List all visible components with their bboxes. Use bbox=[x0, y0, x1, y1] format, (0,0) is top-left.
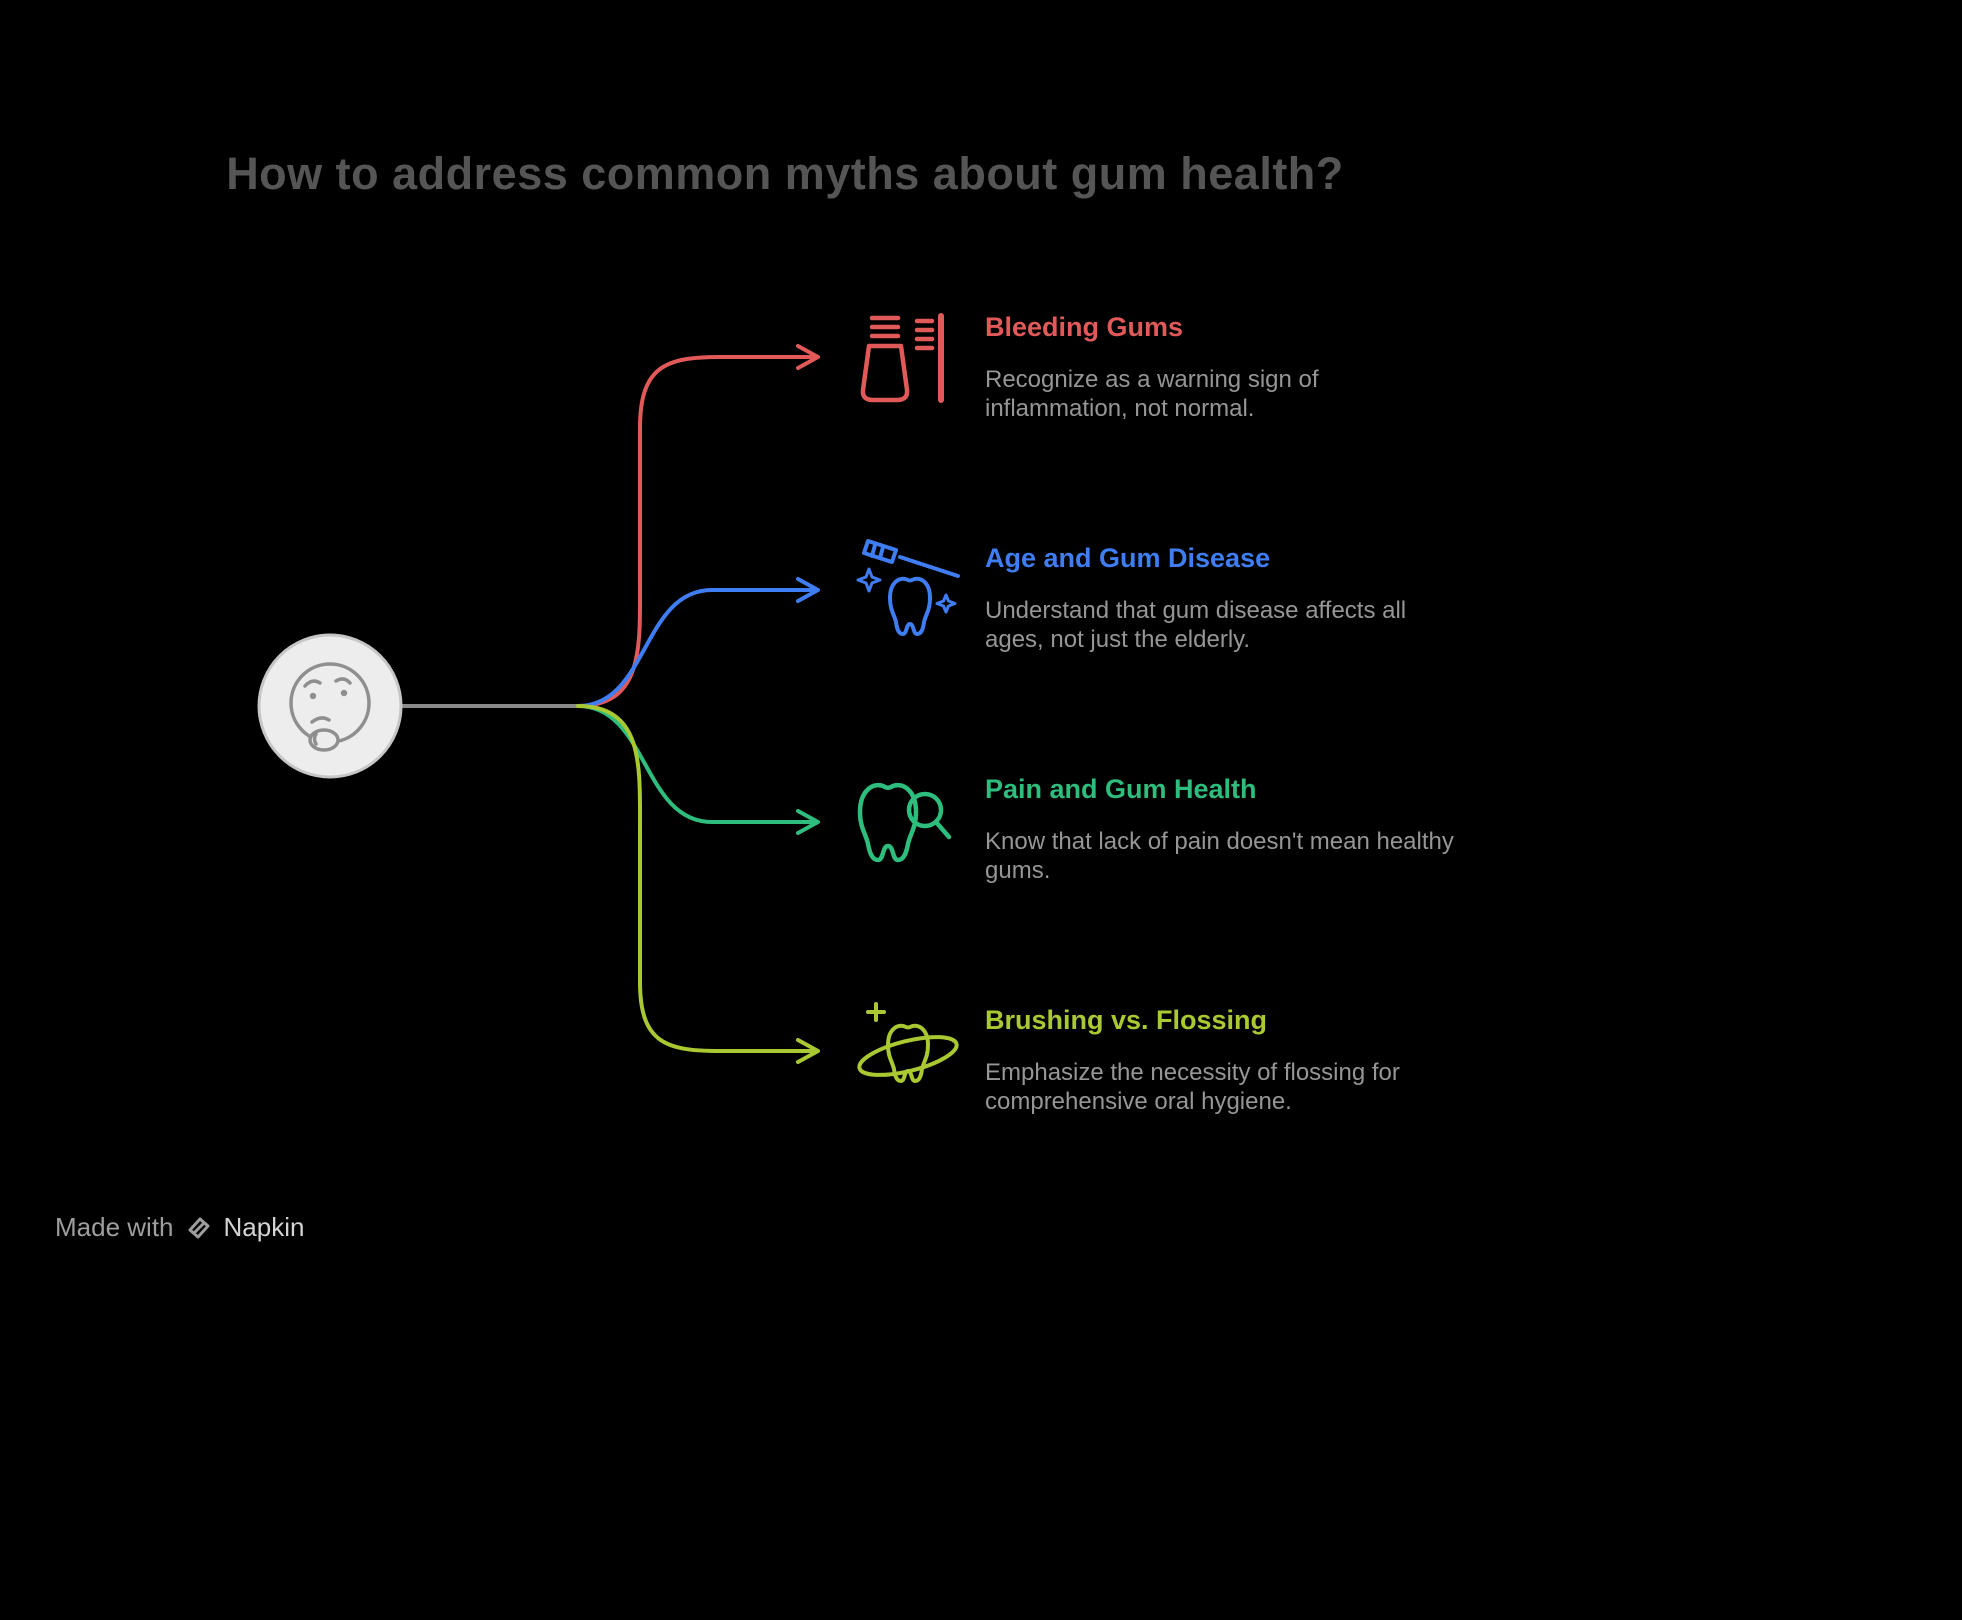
branch-item-brushing-flossing: Brushing vs. Flossing Emphasize the nece… bbox=[985, 1005, 1455, 1117]
branch-connector-bleeding-gums bbox=[576, 344, 820, 708]
branch-description: Know that lack of pain doesn't mean heal… bbox=[985, 828, 1454, 885]
branch-item-bleeding-gums: Bleeding Gums Recognize as a warning sig… bbox=[985, 312, 1455, 424]
napkin-brand-text: Napkin bbox=[223, 1212, 305, 1242]
made-with-text: Made with bbox=[55, 1212, 174, 1242]
branch-connector-pain-gum-health bbox=[576, 704, 820, 835]
toothpaste-toothbrush-icon bbox=[860, 313, 944, 403]
branch-label: Bleeding Gums bbox=[985, 312, 1184, 342]
branch-description: Recognize as a warning sign of inflammat… bbox=[985, 366, 1319, 423]
branch-description: Understand that gum disease affects all … bbox=[985, 597, 1407, 654]
branch-item-pain-gum-health: Pain and Gum Health Know that lack of pa… bbox=[985, 774, 1455, 886]
thinking-face-icon bbox=[257, 633, 403, 779]
napkin-logo-icon bbox=[184, 1213, 214, 1243]
branch-description: Emphasize the necessity of flossing for … bbox=[985, 1059, 1400, 1116]
tooth-floss-icon bbox=[857, 1002, 959, 1083]
branch-connector-age-gum-disease bbox=[576, 577, 820, 708]
page-title: How to address common myths about gum he… bbox=[226, 148, 1344, 200]
branch-connector-brushing-flossing bbox=[576, 704, 820, 1064]
branch-label: Pain and Gum Health bbox=[985, 774, 1257, 804]
made-with-napkin-footer[interactable]: Made with Napkin bbox=[55, 1212, 304, 1243]
tooth-brushing-sparkle-icon bbox=[856, 539, 960, 636]
branch-label: Age and Gum Disease bbox=[985, 543, 1271, 573]
branch-item-age-gum-disease: Age and Gum Disease Understand that gum … bbox=[985, 543, 1455, 655]
tooth-magnifier-icon bbox=[857, 783, 952, 863]
branch-label: Brushing vs. Flossing bbox=[985, 1005, 1268, 1035]
